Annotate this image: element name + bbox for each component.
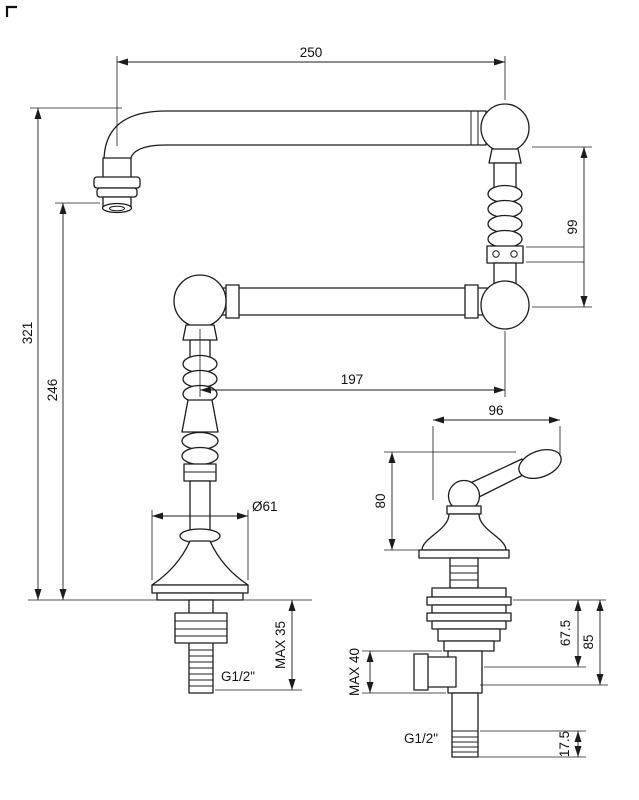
spout-outlet — [101, 202, 133, 214]
dim-label-max-deck-valve: MAX 40 — [347, 648, 362, 696]
swivel-ball-top-right — [480, 103, 530, 153]
side-outlet — [425, 656, 457, 688]
swivel-ball-left — [173, 274, 227, 328]
thread-label-main: G1/2" — [221, 669, 255, 684]
valve-tail-pipe — [451, 692, 479, 758]
swivel-ball-bottom-right — [480, 280, 530, 330]
dimension-annotations: 250 99 321 246 197 Ø61 MAX 35 G1/2" 96 8… — [20, 45, 608, 758]
bonnet-bell — [421, 513, 507, 551]
locknut — [174, 612, 228, 644]
dim-label-lower-height: 246 — [45, 379, 60, 402]
dim-label-max-deck-main: MAX 35 — [273, 621, 288, 669]
spout-arm — [103, 110, 487, 164]
spout-collar — [93, 176, 141, 189]
base-flange — [151, 584, 249, 594]
middle-arm — [211, 287, 495, 316]
bonnet-collar — [446, 505, 482, 515]
valve-handle-view — [413, 449, 562, 758]
dim-label-spout-reach: 250 — [300, 45, 323, 60]
base-cone — [151, 540, 249, 586]
dim-label-arm-length: 197 — [341, 372, 364, 387]
side-outlet-cap — [413, 653, 429, 691]
dim-label-base-diameter: Ø61 — [252, 499, 278, 514]
corner-mark — [5, 5, 17, 17]
bell-base-ring — [418, 549, 510, 559]
spout-nozzle — [102, 157, 132, 180]
riser-taper — [181, 399, 219, 433]
dim-label-column-right: 99 — [565, 219, 580, 234]
shank-threads — [189, 649, 213, 687]
dim-label-total-height: 321 — [20, 322, 35, 345]
dim-label-handle-height: 80 — [373, 493, 388, 508]
thread-label-valve: G1/2" — [404, 731, 438, 746]
dim-label-thread-length: 17.5 — [557, 731, 572, 757]
dim-label-body-depth: 67.5 — [558, 620, 573, 646]
ball-collar — [488, 148, 522, 164]
dim-label-handle-width: 96 — [488, 403, 503, 418]
dim-label-total-depth: 85 — [581, 634, 596, 649]
handle-knob — [518, 449, 562, 479]
